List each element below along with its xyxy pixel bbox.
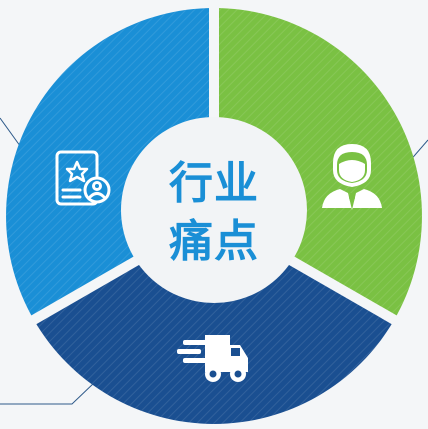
center-title-line1: 行业 bbox=[169, 159, 259, 208]
connector-line-bottom bbox=[0, 381, 96, 405]
delivery-truck-icon bbox=[177, 335, 248, 382]
center-title-line2: 痛点 bbox=[169, 217, 259, 266]
businessman-icon bbox=[322, 144, 382, 210]
certificate-profile-icon bbox=[55, 150, 111, 206]
logistics-segment-hatch bbox=[33, 216, 395, 424]
center-hub bbox=[121, 117, 307, 303]
